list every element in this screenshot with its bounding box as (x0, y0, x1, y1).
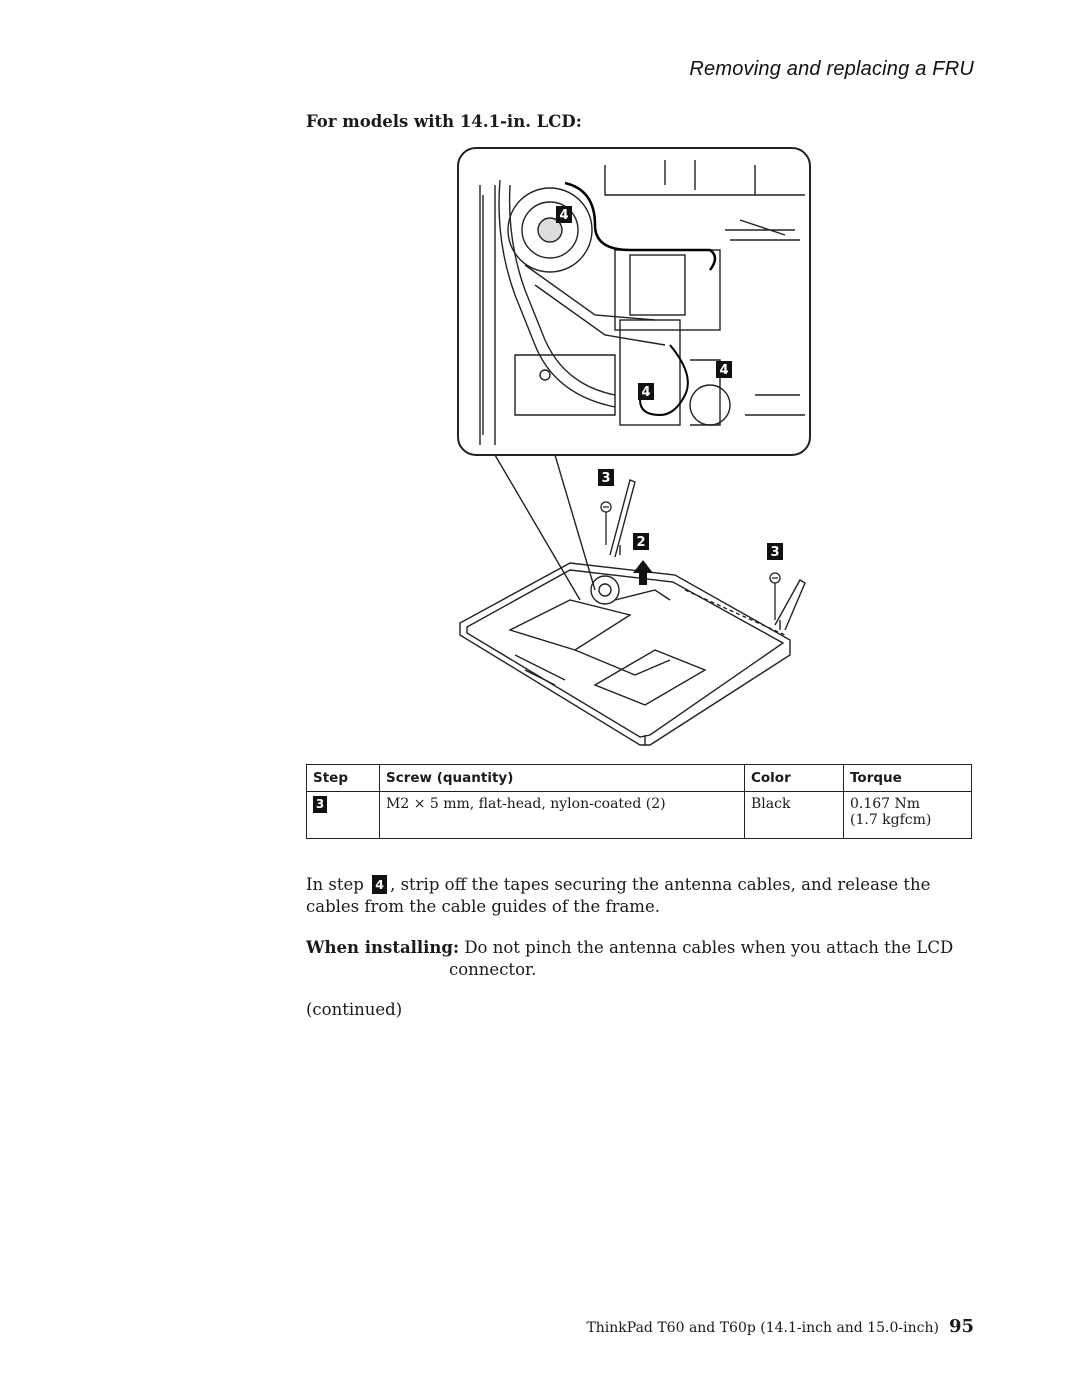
screw-icon (600, 501, 781, 620)
instruction-paragraph: In step 4, strip off the tapes securing … (306, 874, 972, 918)
svg-text:3: 3 (770, 545, 779, 560)
zoom-detail (457, 147, 811, 456)
callout-3-right: 3 (767, 543, 783, 560)
page-footer: ThinkPad T60 and T60p (14.1-inch and 15.… (586, 1316, 974, 1337)
section-heading: For models with 14.1-in. LCD: (306, 112, 582, 131)
installing-text-line1: Do not pinch the antenna cables when you… (464, 938, 954, 957)
callout-2: 2 (633, 533, 649, 550)
para-text-after: , strip off the tapes securing the anten… (306, 875, 931, 916)
torque-kgfcm: (1.7 kgfcm) (850, 812, 932, 828)
col-color: Color (744, 764, 844, 792)
svg-text:2: 2 (636, 535, 645, 550)
screw-table: Step Screw (quantity) Color Torque 3 M2 … (306, 764, 972, 839)
torque-cell: 0.167 Nm (1.7 kgfcm) (843, 791, 972, 839)
screw-cell: M2 × 5 mm, flat-head, nylon-coated (2) (379, 791, 745, 839)
torque-nm: 0.167 Nm (850, 796, 921, 812)
color-cell: Black (744, 791, 844, 839)
col-torque: Torque (843, 764, 972, 792)
svg-text:4: 4 (559, 208, 568, 223)
callout-3-left: 3 (598, 469, 614, 486)
page-number: 95 (948, 1316, 974, 1337)
table-header-row: Step Screw (quantity) Color Torque (306, 764, 972, 792)
installing-note: When installing: Do not pinch the antenn… (306, 937, 972, 981)
footer-title: ThinkPad T60 and T60p (14.1-inch and 15.… (586, 1320, 939, 1336)
running-head: Removing and replacing a FRU (689, 58, 974, 80)
arrow-up-icon (633, 560, 653, 585)
laptop-disassembly-figure: 4 4 4 3 2 (457, 147, 811, 746)
step-cell: 3 (306, 791, 380, 839)
continued-note: (continued) (306, 1000, 403, 1019)
col-step: Step (306, 764, 380, 792)
svg-text:3: 3 (601, 471, 610, 486)
installing-label: When installing: (306, 938, 460, 957)
installing-text-line2: connector. (449, 960, 537, 979)
callout-4-middle: 4 (638, 383, 654, 400)
para-text-before: In step (306, 875, 364, 894)
callout-4-right: 4 (716, 361, 732, 378)
col-screw: Screw (quantity) (379, 764, 745, 792)
table-row: 3 M2 × 5 mm, flat-head, nylon-coated (2)… (306, 791, 972, 839)
laptop-base (459, 479, 806, 746)
svg-text:4: 4 (641, 385, 650, 400)
step-badge-inline: 4 (372, 875, 388, 894)
callout-4-top: 4 (556, 206, 572, 223)
svg-text:4: 4 (719, 363, 728, 378)
step-badge: 3 (313, 796, 327, 813)
